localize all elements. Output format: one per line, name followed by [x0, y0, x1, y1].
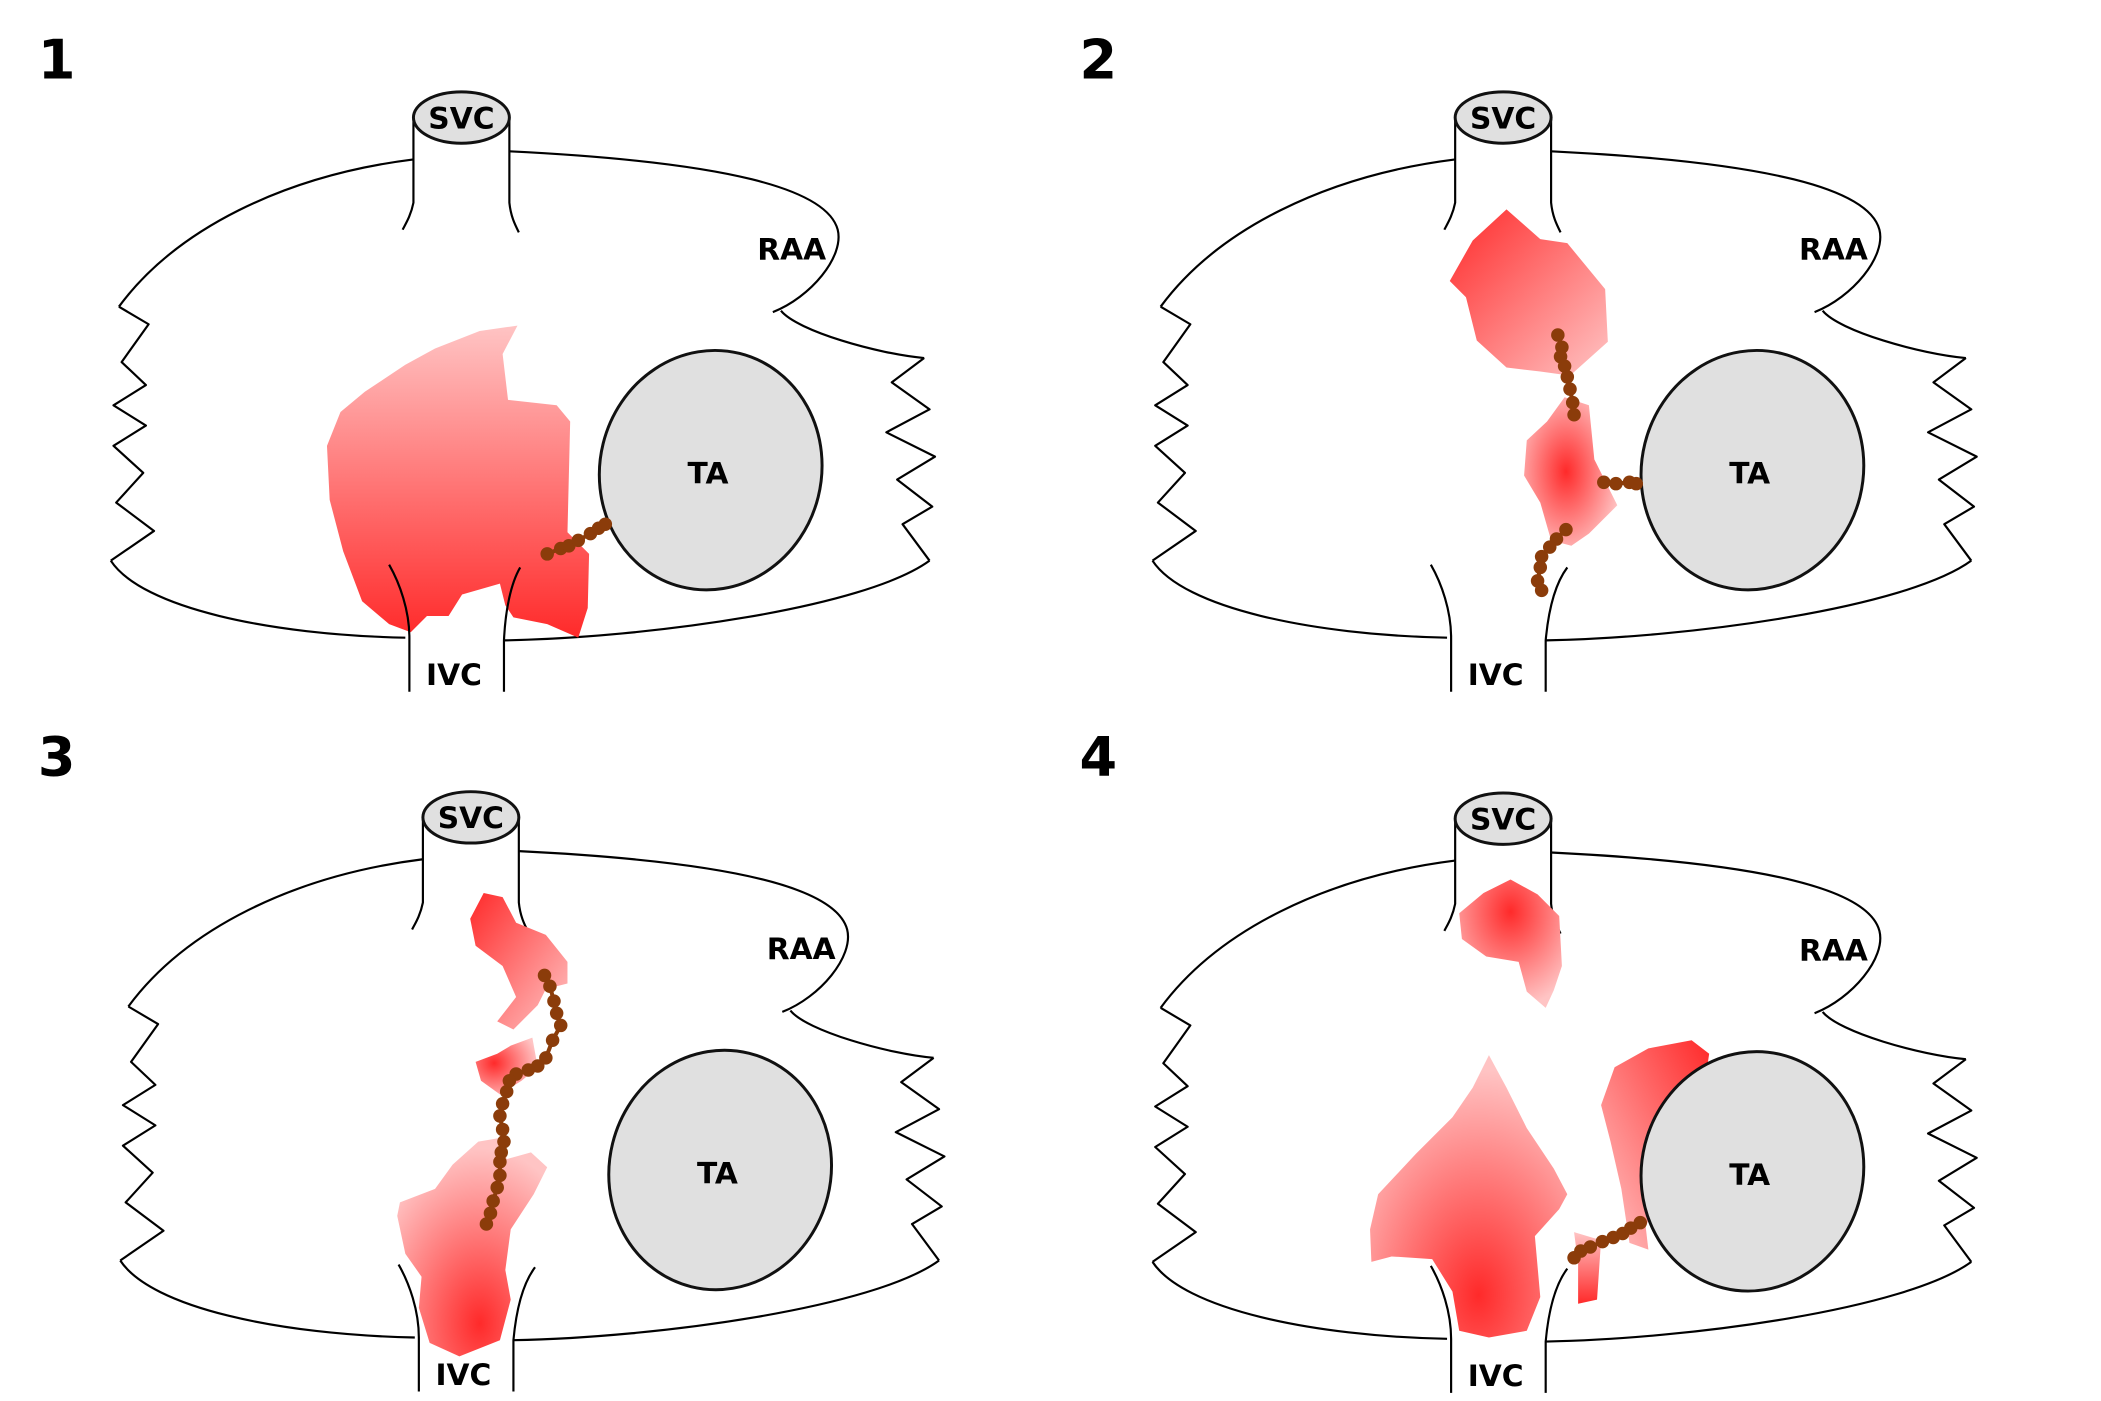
ta-label: TA	[688, 457, 729, 492]
catheter-dots	[540, 517, 613, 561]
catheter-dots	[1530, 328, 1643, 598]
panel-number: 3	[38, 725, 76, 788]
tricuspid-annulus	[1639, 1050, 1866, 1293]
activation-region-middle	[1524, 397, 1618, 546]
activation-region-lower	[397, 1137, 548, 1357]
activation-region-upper	[1459, 879, 1562, 1008]
ivc-label: IVC	[1468, 658, 1524, 693]
atrium-outline	[1151, 851, 1978, 1343]
ta-label: TA	[697, 1156, 738, 1191]
panel-number: 2	[1080, 28, 1118, 91]
inferior-vena-cava: IVC	[397, 1264, 536, 1393]
ivc-label: IVC	[426, 658, 482, 693]
ivc-label: IVC	[435, 1358, 491, 1393]
tricuspid-annulus	[1639, 348, 1866, 592]
svc-opening	[1453, 791, 1553, 846]
svc-label: SVC	[438, 801, 504, 836]
superior-vena-cava: SVC	[411, 790, 530, 933]
svc-label: SVC	[1470, 803, 1536, 838]
activation-region	[326, 325, 590, 638]
activation-region-upper	[470, 893, 568, 1030]
activation-region-lower	[1370, 1055, 1568, 1338]
raa-label: RAA	[757, 232, 826, 267]
raa-label: RAA	[1799, 232, 1868, 267]
svc-opening	[421, 790, 521, 845]
inferior-vena-cava: IVC	[1429, 1265, 1569, 1394]
atrium-outline	[109, 150, 937, 642]
ta-label: TA	[1729, 1158, 1770, 1193]
panel-3: 3 SVC IVC TA RAA	[38, 725, 946, 1393]
superior-vena-cava: SVC	[1443, 90, 1562, 233]
inferior-vena-cava: IVC	[1429, 564, 1569, 693]
panel-number: 1	[38, 28, 76, 91]
raa-label: RAA	[1799, 934, 1868, 969]
atrium-outline	[119, 850, 946, 1342]
ivc-label: IVC	[1468, 1359, 1524, 1394]
panel-1: 1 SVC IVC TA RAA	[38, 28, 937, 693]
superior-vena-cava: SVC	[1443, 791, 1562, 935]
inferior-vena-cava: IVC	[388, 564, 522, 693]
tricuspid-annulus	[607, 1048, 834, 1292]
activation-region-upper	[1449, 209, 1608, 376]
catheter-dots	[1567, 1215, 1648, 1265]
activation-region-middle	[475, 1037, 538, 1095]
panel-4: 4 SVC IVC TA RAA	[1080, 725, 1978, 1394]
raa-label: RAA	[767, 932, 836, 967]
catheter-dots	[479, 968, 568, 1231]
ta-label: TA	[1729, 457, 1770, 492]
svc-opening	[1453, 90, 1553, 145]
panel-number: 4	[1080, 725, 1118, 788]
superior-vena-cava: SVC	[401, 90, 520, 233]
panel-2: 2 SVC IVC TA RAA	[1080, 28, 1978, 693]
atrium-outline	[1151, 150, 1978, 642]
tricuspid-annulus	[597, 348, 824, 592]
svc-label: SVC	[1470, 101, 1536, 136]
svc-label: SVC	[428, 101, 494, 136]
svc-opening	[411, 90, 511, 145]
